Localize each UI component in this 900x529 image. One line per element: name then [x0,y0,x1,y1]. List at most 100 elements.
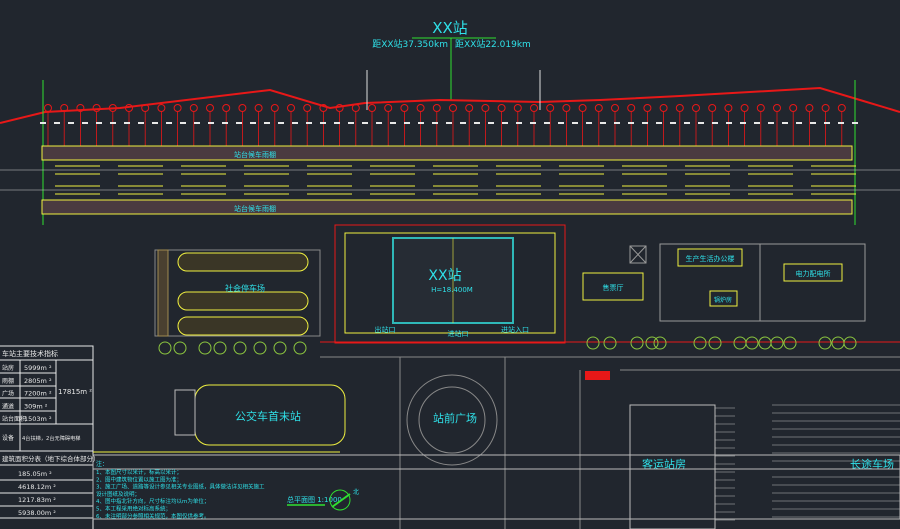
note-item: 1、本图尺寸以米计，标高以米计； [96,468,182,476]
tree-icon [733,336,747,350]
tree-icon [770,336,784,350]
grid-bubble [270,104,279,112]
platform-label: 站台候车雨棚 [234,204,276,213]
grid-bubble [206,104,214,112]
platform-label: 站台候车雨棚 [234,150,276,159]
tree-icon [708,336,722,350]
terrain-line [0,86,900,124]
area-row-value: 4618.12m ² [18,483,56,491]
tech-row-label: 雨棚 [2,377,14,385]
grid-bubble [627,104,636,112]
grid-bubble [659,104,668,112]
grid-bubble [724,104,733,112]
note-item: 4、图中指北针方向，尺寸标注均以m为单位； [96,497,209,505]
tech-row-value: 309m ² [24,402,48,410]
parking-lot-area [154,249,321,337]
tech-row-label: 广场 [2,390,14,398]
grid-bubble [76,104,85,112]
tech-table [0,345,94,529]
tech-table-title: 车站主要技术指标 [2,349,58,358]
grid-bubble [400,104,409,112]
grid-bubble [157,104,166,112]
building-label: 售票厅 [603,283,624,292]
tree-icon [198,341,212,355]
scale-label: 总平面图 1:1000 [287,495,342,504]
tech-row-label: 通道 [2,402,14,410]
tree-icon [630,336,644,350]
building-label: 锅炉房 [714,296,732,304]
note-item: 设计图纸及说明； [96,490,140,498]
grid-bubble [44,104,52,112]
tree-icon [645,336,659,350]
tree-icon [693,336,707,350]
grid-bubble [384,104,393,112]
grid-bubble [692,104,700,112]
tree-icon [843,336,857,350]
note-item: 5、本工程采用绝对标高系统； [96,505,171,513]
equip-value: 4台扶梯，2台无障碍电梯 [22,434,80,442]
building-outline [759,243,866,322]
parking-hatch [157,249,169,337]
coach-bays [715,404,900,521]
grid-bubble [449,104,457,112]
grid-bubble [562,104,571,112]
coach-station [629,404,716,529]
grid-bubble [368,104,376,112]
grid-bubble [594,104,603,112]
grid-bubble [530,104,538,112]
tech-row-value: 1503m ² [24,415,52,423]
grid-bubble [465,104,474,112]
grid-bubble [675,104,684,112]
tree-icon [233,341,247,355]
grid-bubble [805,104,814,112]
building-label: 电力配电所 [796,269,831,278]
notes-heading: 注： [96,460,108,468]
grid-bubble [416,104,425,112]
grid-bubble [92,104,101,112]
bus-terminal-label: 公交车首末站 [235,409,301,423]
tech-total: 17815m ² [58,388,92,396]
area-row-value: 1217.83m ² [18,496,56,504]
building-office [677,248,743,267]
tree-icon [758,336,772,350]
parking-row [177,252,309,272]
parking-left-label: 社会停车场 [225,283,265,293]
grid-bubble [773,104,781,112]
parking-row [177,316,309,336]
grid-bubble [789,104,798,112]
grid-bubble [481,104,490,112]
grid-bubble [351,104,360,112]
tree-icon [173,341,187,355]
entrance-label: 进站口 [448,329,469,338]
grid-bubble [837,104,846,112]
area-row-value: 5938.00m ² [18,509,56,517]
north-arrow-icon [329,489,351,511]
entrance-label: 进站入口 [501,325,529,334]
tech-row-value: 5999m ² [24,364,52,372]
grid-bubble [287,104,295,112]
tree-icon [253,341,267,355]
grid-bubble [238,104,247,112]
note-item: 2、图中建筑物位置以施工图为准； [96,475,182,483]
stair-cross [629,245,647,264]
station-building [344,232,556,334]
station-name: XX站 [428,268,461,284]
tech-row-value: 7200m ² [24,390,52,398]
grid-bubble [708,104,717,112]
tech-row-label: 站台面积 [2,415,26,423]
grid-bubble [108,104,117,112]
building-power [783,263,843,282]
station-site-boundary [334,224,566,344]
coach-parking-label: 长途车场 [850,457,894,471]
building-label: 生产生活办公楼 [686,254,735,263]
grid-bubble [335,104,344,112]
tree-icon [603,336,617,350]
parking-row [177,291,309,311]
gate-marker [585,371,610,380]
area-row-value: 185.05m ² [18,470,52,478]
grid-bubble [513,104,522,112]
grid-bubble [141,104,150,112]
tech-row-value: 2805m ² [24,377,52,385]
grid-bubble [189,104,198,112]
grid-bubble [173,104,182,112]
